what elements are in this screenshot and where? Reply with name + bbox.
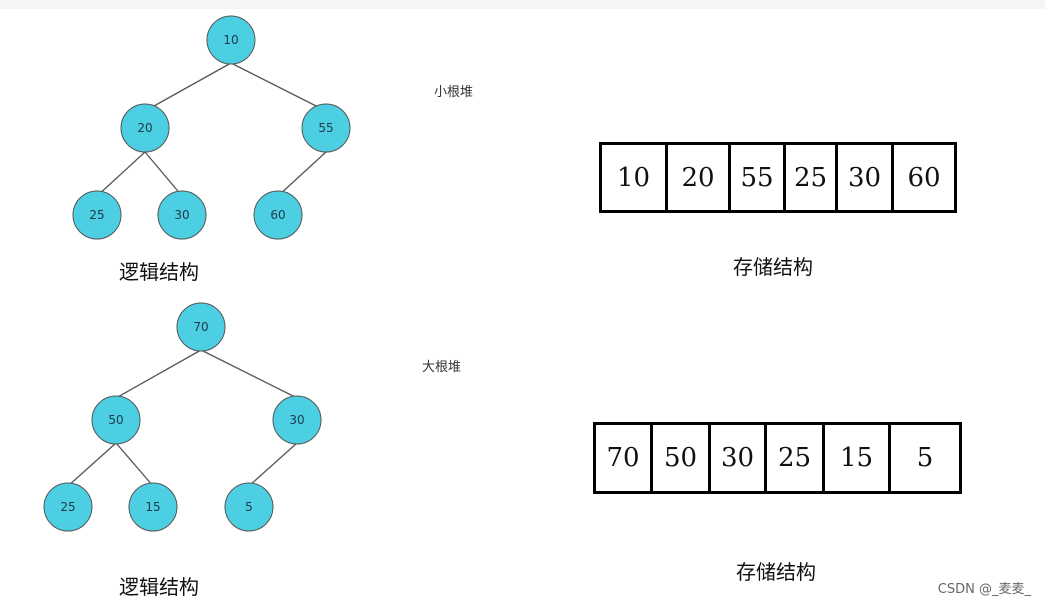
max-heap-array-caption: 存储结构 [736, 560, 816, 584]
array-cell: 30 [838, 145, 894, 210]
min-heap-nodes: 10 20 55 25 30 60 [72, 15, 351, 240]
array-cell: 60 [907, 162, 941, 193]
array-cell: 5 [916, 443, 934, 473]
node-circle [43, 482, 93, 532]
array-cell: 30 [711, 425, 767, 491]
node-label: 5 [245, 500, 253, 514]
edge [96, 151, 146, 197]
edge [277, 151, 327, 197]
node-circle [157, 190, 207, 240]
max-heap-label: 大根堆 [422, 360, 462, 375]
tree-node: 55 [301, 103, 351, 153]
tree-node: 20 [120, 103, 170, 153]
edge [115, 349, 202, 399]
min-heap-array-caption: 存储结构 [733, 255, 813, 279]
node-label: 70 [193, 320, 208, 334]
node-label: 10 [223, 33, 238, 47]
tree-node: 10 [206, 15, 256, 65]
min-heap-edges [96, 62, 327, 197]
edge [230, 62, 327, 112]
node-label: 30 [289, 413, 304, 427]
edge [144, 62, 232, 112]
tree-node: 60 [253, 190, 303, 240]
max-heap-nodes: 70 50 30 25 15 5 [43, 302, 322, 532]
min-heap-array: 10 20 55 25 30 60 [599, 142, 957, 213]
top-bar [0, 0, 1045, 9]
node-circle [301, 103, 351, 153]
array-cell: 50 [653, 425, 711, 491]
min-heap-tree-caption: 逻辑结构 [119, 260, 199, 284]
tree-node: 70 [176, 302, 226, 352]
node-label: 15 [145, 500, 160, 514]
array-cell: 25 [767, 425, 825, 491]
array-cell: 15 [825, 425, 891, 491]
node-label: 50 [108, 413, 123, 427]
tree-node: 30 [157, 190, 207, 240]
tree-node: 50 [91, 395, 141, 445]
node-circle [253, 190, 303, 240]
tree-node: 25 [72, 190, 122, 240]
max-heap-edges [67, 349, 298, 487]
max-heap-array: 70 50 30 25 15 5 [593, 422, 962, 494]
edge [67, 442, 117, 487]
node-label: 25 [60, 500, 75, 514]
edge [248, 442, 298, 487]
max-heap-tree-caption: 逻辑结构 [119, 575, 199, 599]
tree-node: 5 [224, 482, 274, 532]
min-heap-label: 小根堆 [434, 85, 474, 100]
node-circle [206, 15, 256, 65]
tree-node: 25 [43, 482, 93, 532]
node-circle [224, 482, 274, 532]
node-label: 25 [89, 208, 104, 222]
node-circle [272, 395, 322, 445]
node-circle [176, 302, 226, 352]
node-circle [91, 395, 141, 445]
array-cell: 10 [602, 145, 668, 210]
array-cell: 20 [668, 145, 731, 210]
edge [200, 349, 298, 399]
node-circle [128, 482, 178, 532]
edge [115, 442, 154, 487]
watermark: CSDN @_麦麦_ [937, 582, 1031, 597]
node-circle [72, 190, 122, 240]
tree-node: 30 [272, 395, 322, 445]
node-label: 20 [137, 121, 152, 135]
node-circle [120, 103, 170, 153]
node-label: 30 [174, 208, 189, 222]
array-cell: 25 [786, 145, 838, 210]
array-cell: 70 [596, 425, 653, 491]
array-cell: 55 [731, 145, 786, 210]
tree-node: 15 [128, 482, 178, 532]
node-label: 55 [318, 121, 333, 135]
edge [144, 151, 183, 197]
node-label: 60 [270, 208, 285, 222]
